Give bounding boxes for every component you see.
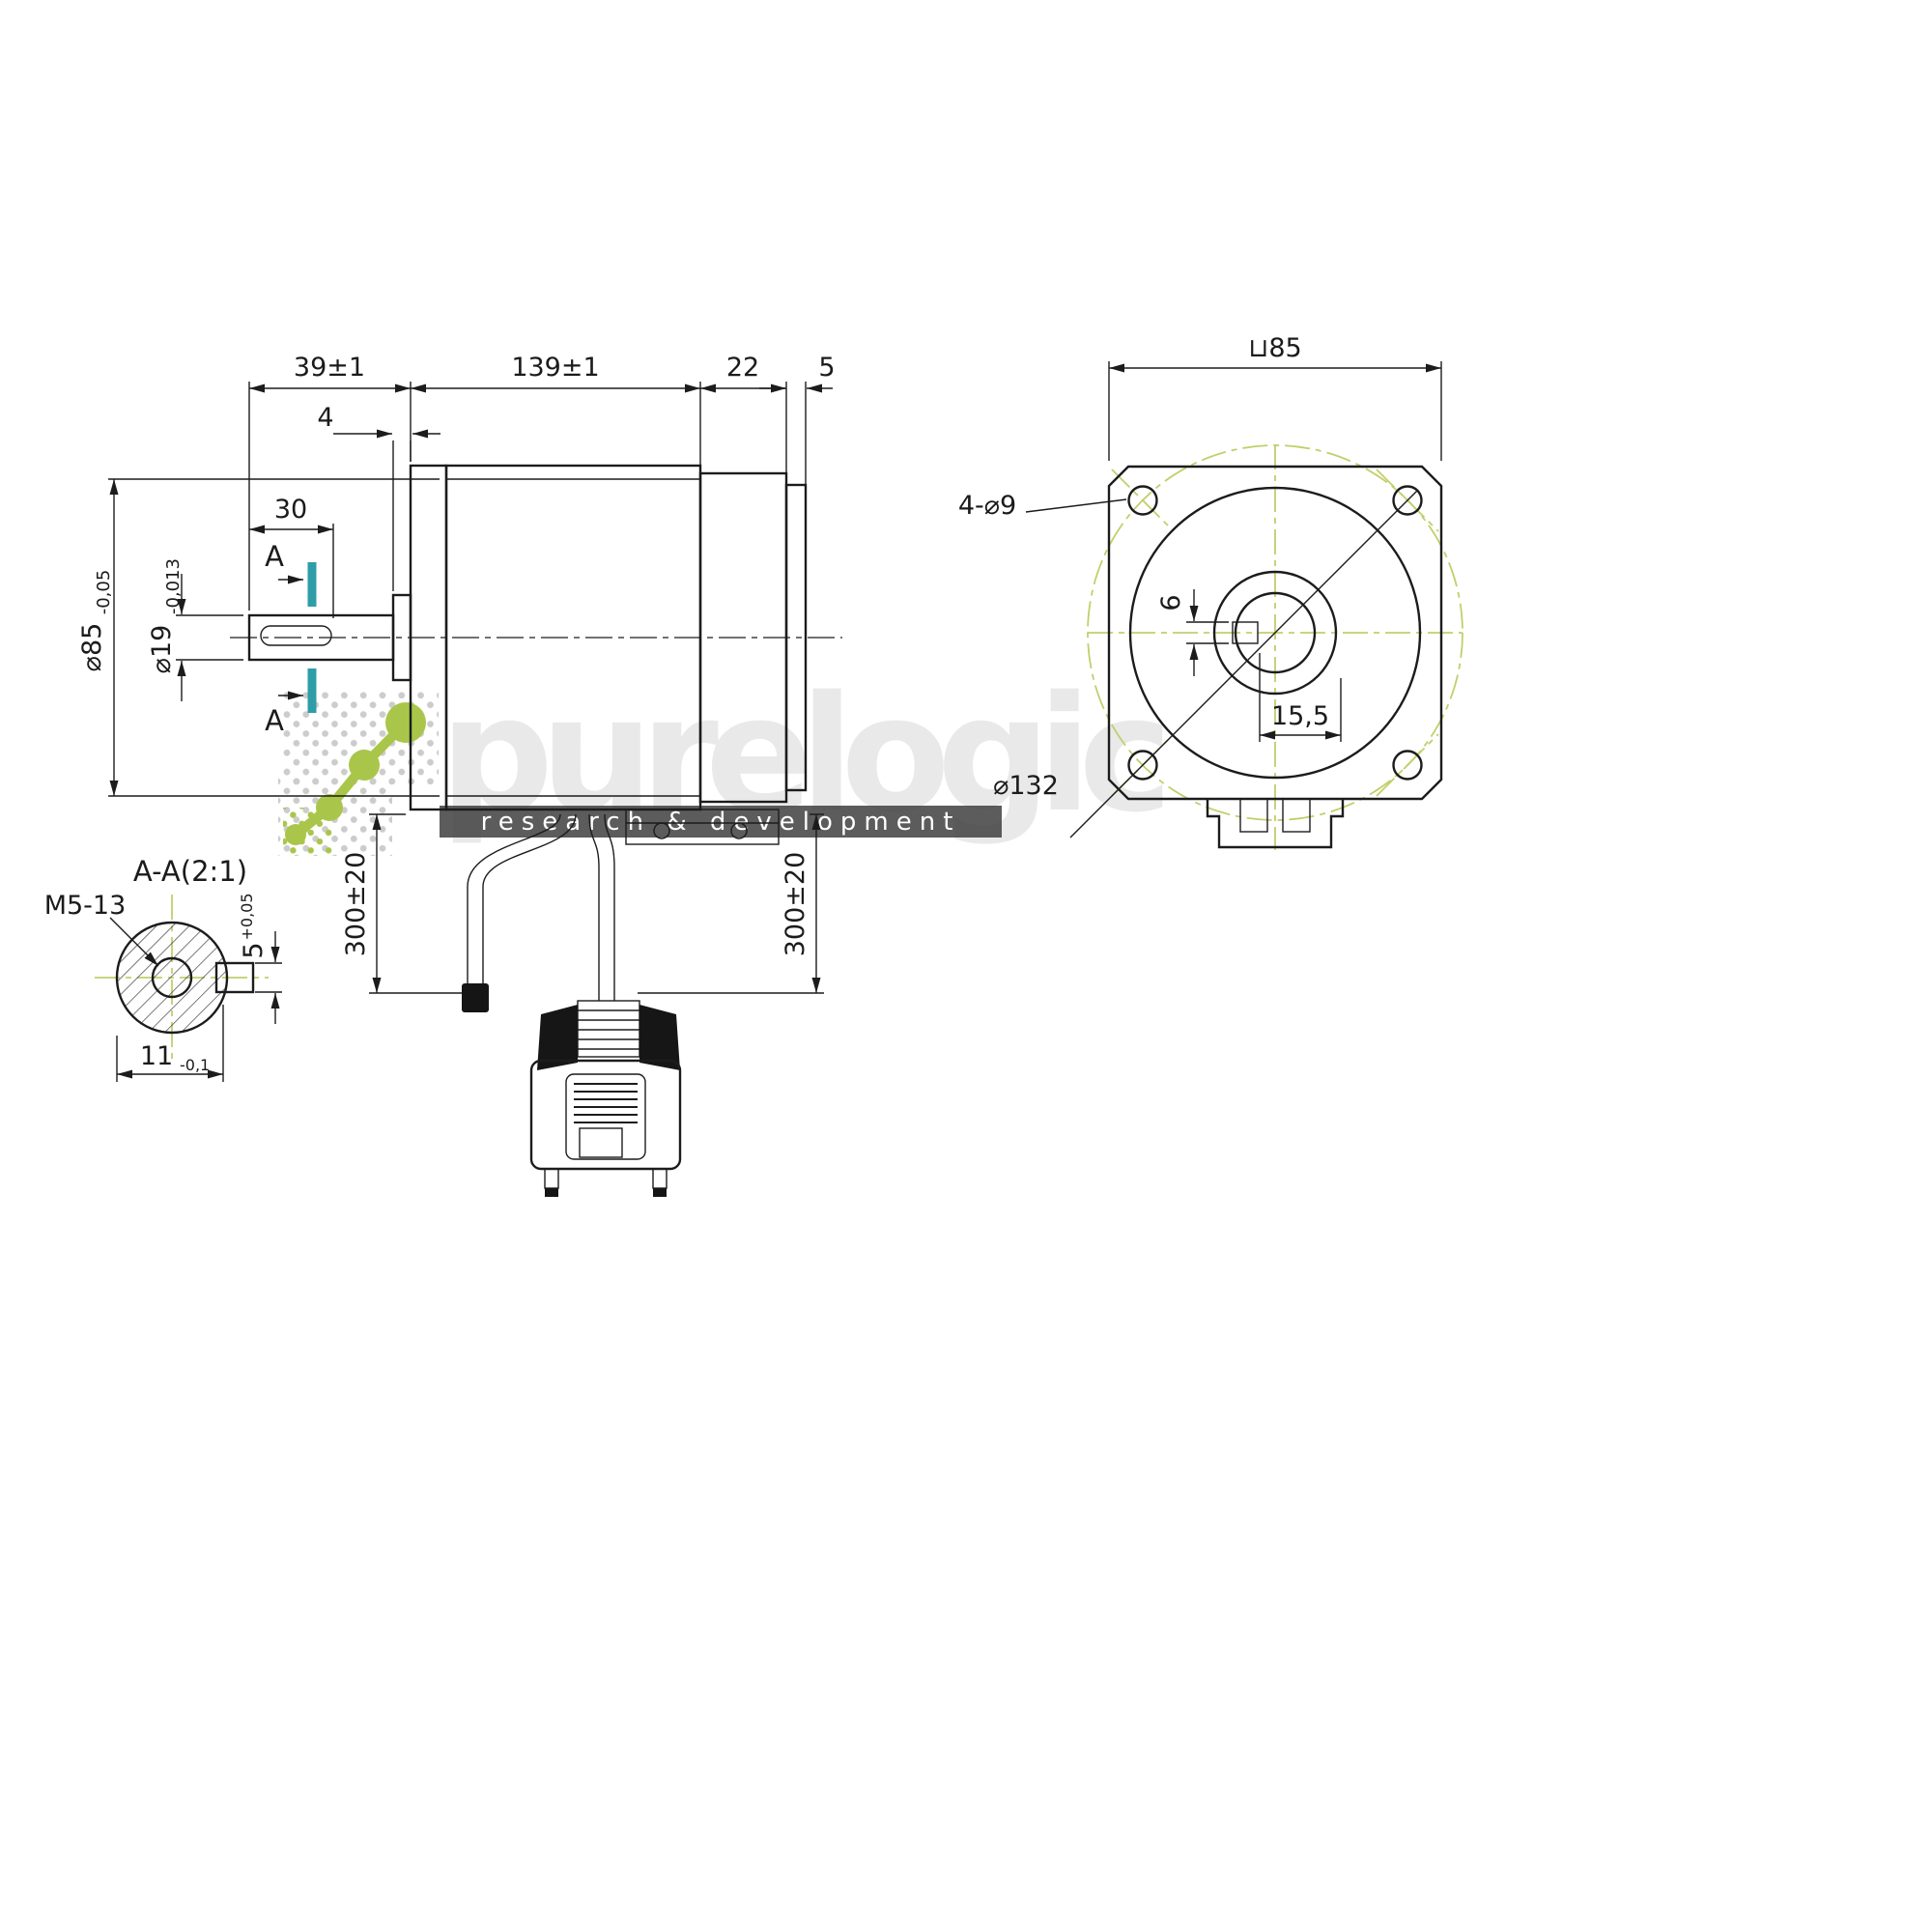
dim-key-offset: 15,5 xyxy=(1259,653,1342,742)
shaft-section xyxy=(115,921,229,1035)
dim-body-diameter: ⌀85 -0,05 xyxy=(77,478,440,797)
dim-cable-left-label: 300±20 xyxy=(341,852,371,957)
section-view: A-A(2:1) M5-13 5 +0,05 11 -0,1 xyxy=(44,855,282,1082)
section-label-a-bottom: A xyxy=(265,704,284,737)
holes-note-label: 4-⌀9 xyxy=(958,491,1016,521)
dim-boss-label: 4 xyxy=(317,403,333,433)
dim-key-height-tol: +0,05 xyxy=(238,893,256,940)
dim-square-label: ⊔85 xyxy=(1248,333,1301,363)
mount-hole-tr xyxy=(1392,485,1423,516)
bolt-circle-label: ⌀132 xyxy=(993,771,1059,801)
dim-shaft-length: 39±1 xyxy=(294,353,365,383)
dia-shaft-tolerance: -0,013 xyxy=(163,558,184,614)
front-keyway xyxy=(1232,621,1259,644)
front-view: ⊔85 4-⌀9 6 15,5 ⌀132 xyxy=(958,333,1463,850)
mount-hole-tl xyxy=(1127,485,1158,516)
pilot-circle xyxy=(1128,486,1422,780)
dim-key-depth-label: 11 xyxy=(140,1041,173,1071)
tagline-bar xyxy=(440,806,1002,838)
thread-note-label: M5-13 xyxy=(44,891,127,921)
top-dimensions: 39±1 139±1 22 5 xyxy=(248,353,836,611)
motor-outline xyxy=(247,464,808,811)
dim-key-depth-tol: -0,1 xyxy=(180,1056,210,1074)
mount-hole-bl xyxy=(1127,750,1158,781)
front-connector-housing xyxy=(1206,798,1345,849)
dim-rear-length: 22 xyxy=(726,353,759,383)
dim-cable-right-label: 300±20 xyxy=(781,852,810,957)
section-label-a-top: A xyxy=(265,540,284,573)
jack-screw-right xyxy=(652,1168,668,1189)
connector-shell xyxy=(529,1059,682,1171)
section-keyway xyxy=(214,961,255,994)
molecule-logo-icon xyxy=(285,702,426,845)
dim-key-height: 5 +0,05 xyxy=(238,893,282,1024)
dim-square: ⊔85 xyxy=(1108,333,1442,461)
connector-wing-right xyxy=(639,1005,680,1070)
thread-note: M5-13 xyxy=(44,891,159,967)
dim-key-height-label: 5 xyxy=(239,942,269,958)
dim-body-length: 139±1 xyxy=(511,353,599,383)
bolt-circle-dim: ⌀132 xyxy=(993,489,1419,838)
dia-body-tolerance: -0,05 xyxy=(94,570,114,615)
section-cut-marks: A A xyxy=(265,540,317,737)
connector-wing-left xyxy=(537,1005,578,1070)
side-view: A A 39±1 139±1 22 5 4 xyxy=(77,353,842,1012)
boss-circle xyxy=(1212,570,1338,696)
tapped-hole xyxy=(151,956,193,999)
section-title: A-A(2:1) xyxy=(133,855,247,888)
bolt-circle-centerline xyxy=(1087,444,1463,821)
tagline-text: research & development xyxy=(481,808,961,837)
dia-shaft-label: ⌀19 xyxy=(147,625,177,674)
dim-shaft-diameter: ⌀19 -0,013 xyxy=(147,558,243,701)
shaft-keyway-slot xyxy=(260,625,332,646)
dia-body-label: ⌀85 xyxy=(77,623,107,672)
dim-step-length: 5 xyxy=(818,353,835,383)
jack-screw-left xyxy=(544,1168,559,1189)
cable-tip xyxy=(462,983,489,1012)
cable-left xyxy=(462,813,577,1012)
shaft xyxy=(247,613,395,662)
dim-key-depth: 11 -0,1 xyxy=(116,1005,224,1082)
dim-key-width: 6 xyxy=(1156,589,1229,676)
dim-key-width-label: 6 xyxy=(1156,594,1186,611)
watermark: purelogic research & development xyxy=(278,662,1176,856)
flange-square xyxy=(1107,465,1443,801)
holes-note: 4-⌀9 xyxy=(958,491,1127,521)
dim-cable-left: 300±20 xyxy=(341,813,462,994)
cable-right xyxy=(588,813,615,1001)
dim-cable-right: 300±20 xyxy=(638,813,824,994)
mount-hole-br xyxy=(1392,750,1423,781)
dim-keyway-length-label: 30 xyxy=(274,495,307,525)
db9-connector xyxy=(529,1000,682,1197)
dim-keyway-length: 30 xyxy=(249,495,334,618)
dim-boss: 4 xyxy=(317,403,440,591)
shaft-circle xyxy=(1234,591,1317,674)
rear-bracket xyxy=(625,809,780,845)
dim-key-offset-label: 15,5 xyxy=(1271,701,1329,731)
